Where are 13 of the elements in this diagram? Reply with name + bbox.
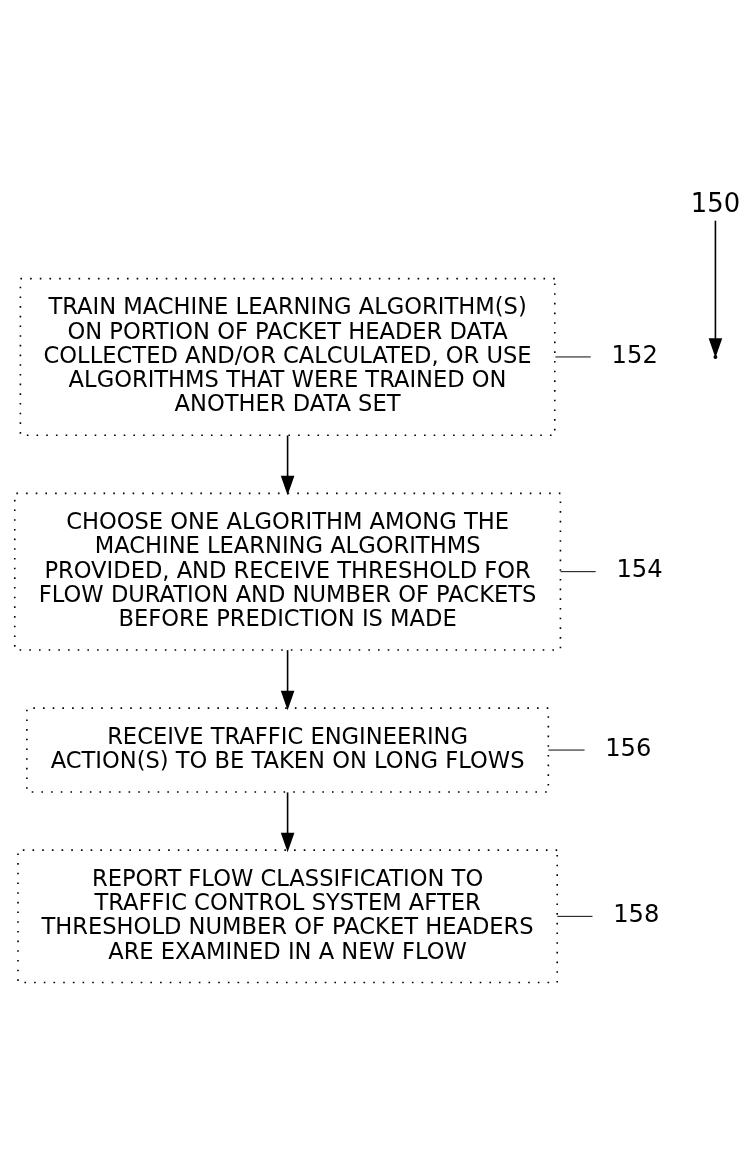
arrow — [280, 791, 295, 852]
node-label: 152 — [611, 340, 658, 369]
node-label: 156 — [605, 733, 652, 762]
arrow — [280, 648, 295, 710]
node-label: 158 — [613, 899, 660, 928]
node-label: 154 — [616, 554, 663, 583]
node-box: TRAIN MACHINE LEARNING ALGORITHM(S) ON PORTION OF PACKET HEADER DATA COLLECTED AND/OR CALCULATED, OR USE ALGORITHMS THAT WERE TRAINED ON ANOTHER DATA SET — [19, 277, 556, 436]
arrow — [708, 219, 723, 358]
node-text: 150 — [690, 187, 741, 218]
node-box: REPORT FLOW CLASSIFICATION TO TRAFFIC CONTROL SYSTEM AFTER THRESHOLD NUMBER OF PACKET HEADERS ARE EXAMINED IN A NEW FLOW — [17, 848, 558, 983]
arrow — [280, 434, 295, 495]
node-box: RECEIVE TRAFFIC ENGINEERING ACTION(S) TO BE TAKEN ON LONG FLOWS — [26, 706, 550, 793]
node-box: CHOOSE ONE ALGORITHM AMONG THE MACHINE LEARNING ALGORITHMS PROVIDED, AND RECEIVE THRESHOLD FOR FLOW DURATION AND NUMBER OF PACKETS BEFORE PREDICTION IS MADE — [13, 492, 562, 651]
